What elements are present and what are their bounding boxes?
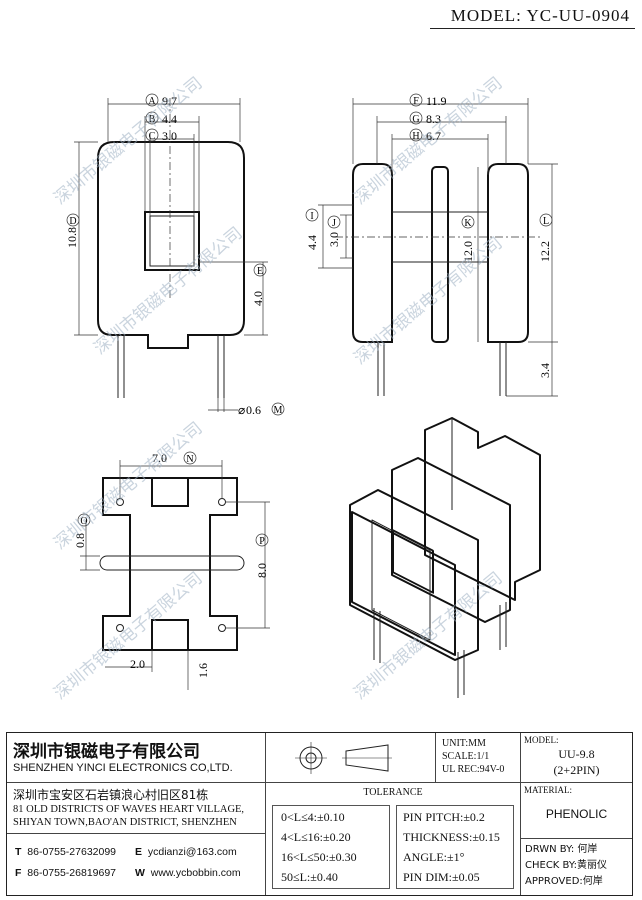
phone-label: T — [15, 846, 22, 858]
address-en-1: 81 OLD DISTRICTS OF WAVES HEART VILLAGE, — [13, 804, 245, 815]
model-value: UU-9.8 — [558, 747, 595, 761]
company-name-en: SHENZHEN YINCI ELECTRONICS CO,LTD. — [13, 762, 233, 774]
model-cell: MODEL: UU-9.8 (2+2PIN) — [520, 733, 632, 783]
address-cell: 深圳市宝安区石岩镇浪心村旧区81栋 81 OLD DISTRICTS OF WA… — [7, 783, 265, 833]
tol-row: 50≤L:±0.40 — [281, 870, 338, 884]
dim-J: 3.0 — [327, 232, 341, 247]
fax-label: F — [15, 867, 22, 879]
projection-symbol-cell — [265, 733, 435, 783]
tol-row: ANGLE:±1° — [403, 850, 465, 864]
dim-C: 3.0 — [162, 129, 177, 143]
company-name-cn: 深圳市银磁电子有限公司 — [13, 742, 200, 762]
label-N: N — [186, 454, 193, 465]
dim-O: 0.8 — [73, 533, 87, 548]
dim-A: 9.7 — [162, 94, 177, 108]
svg-text:深圳市银磁电子有限公司: 深圳市银磁电子有限公司 — [350, 233, 505, 368]
unit-text: UNIT:MM — [442, 738, 486, 749]
address-en-2: SHIYAN TOWN,BAO'AN DISTRICT, SHENZHEN — [13, 817, 237, 828]
dim-P: 8.0 — [255, 563, 269, 578]
label-M: M — [274, 405, 283, 416]
svg-text:深圳市银磁电子有限公司: 深圳市银磁电子有限公司 — [50, 568, 205, 703]
dim-F: 11.9 — [426, 94, 447, 108]
address-cn: 深圳市宝安区石岩镇浪心村旧区81栋 — [13, 788, 209, 802]
model-label: MODEL: — [524, 735, 559, 745]
website-value: www.ycbobbin.com — [150, 867, 241, 879]
label-O: O — [80, 516, 87, 527]
tol-row: PIN DIM:±0.05 — [403, 870, 480, 884]
drawn-by: DRWN BY: 何岸 — [525, 844, 598, 855]
svg-text:深圳市银磁电子有限公司: 深圳市银磁电子有限公司 — [50, 73, 205, 208]
ul-text: UL REC:94V-0 — [442, 764, 505, 775]
email-value: ycdianzi@163.com — [147, 846, 237, 858]
label-B: B — [149, 114, 156, 125]
check-by: CHECK BY:黄丽仪 — [525, 860, 608, 871]
tolerance-feature-box: PIN PITCH:±0.2 THICKNESS:±0.15 ANGLE:±1°… — [396, 805, 514, 889]
tol-row: 0<L≤4:±0.10 — [281, 810, 345, 824]
dim-L: 12.2 — [538, 241, 552, 262]
title-block: 深圳市银磁电子有限公司 SHENZHEN YINCI ELECTRONICS C… — [6, 732, 633, 896]
fax-value: 86-0755-26819697 — [27, 867, 117, 879]
tolerance-title: TOLERANCE — [363, 787, 423, 798]
tol-row: 4<L≤16:±0.20 — [281, 830, 351, 844]
scale-text: SCALE:1/1 — [442, 751, 490, 762]
label-H: H — [412, 131, 419, 142]
label-A: A — [148, 96, 156, 107]
label-G: G — [412, 114, 419, 125]
dim-M: 0.6 — [246, 403, 261, 417]
tol-row: PIN PITCH:±0.2 — [403, 810, 485, 824]
tolerance-cell: TOLERANCE 0<L≤4:±0.10 4<L≤16:±0.20 16<L≤… — [265, 783, 520, 895]
label-C: C — [149, 131, 156, 142]
label-E: E — [257, 266, 263, 277]
header-rule — [430, 28, 635, 29]
material-cell: MATERIAL: PHENOLIC — [520, 783, 632, 839]
material-value: PHENOLIC — [545, 807, 608, 821]
label-F: F — [413, 96, 419, 107]
svg-text:深圳市银磁电子有限公司: 深圳市银磁电子有限公司 — [90, 223, 245, 358]
website-label: W — [135, 867, 145, 879]
contact-cell: T 86-0755-27632099 E ycdianzi@163.com F … — [7, 833, 265, 895]
dim-2-0: 2.0 — [130, 657, 145, 671]
dim-1-6: 1.6 — [196, 663, 210, 678]
label-L: L — [543, 216, 549, 227]
dim-E: 4.0 — [251, 291, 265, 306]
label-J: J — [332, 218, 336, 229]
dim-G: 8.3 — [426, 112, 441, 126]
dim-pin-length: 3.4 — [538, 363, 552, 378]
approval-cell: DRWN BY: 何岸 CHECK BY:黄丽仪 APPROVED:何岸 — [520, 839, 632, 895]
model-header: MODEL: YC-UU-0904 — [450, 6, 630, 25]
label-I: I — [310, 211, 313, 222]
tolerance-range-box: 0<L≤4:±0.10 4<L≤16:±0.20 16<L≤50:±0.30 5… — [272, 805, 390, 889]
dim-I: 4.4 — [305, 235, 319, 250]
label-K: K — [464, 218, 472, 229]
front-view: A 9.7 B 4.4 C 3.0 D 10.8 E 4.0 ⌀ 0.6 M — [65, 93, 285, 417]
bottom-view: 7.0 N O 0.8 P 8.0 2.0 1.6 — [73, 451, 270, 690]
dim-H: 6.7 — [426, 129, 441, 143]
material-label: MATERIAL: — [524, 785, 572, 795]
label-P: P — [259, 536, 265, 547]
email-label: E — [135, 846, 143, 858]
tol-row: THICKNESS:±0.15 — [403, 830, 500, 844]
side-view: F 11.9 G 8.3 H 6.7 I 4.4 J 3.0 K 12.0 L … — [305, 93, 558, 397]
dim-D: 10.8 — [65, 227, 79, 248]
unit-cell: UNIT:MM SCALE:1/1 UL REC:94V-0 — [435, 733, 520, 783]
approved-by: APPROVED:何岸 — [525, 876, 603, 887]
dim-K: 12.0 — [461, 241, 475, 262]
phi-symbol: ⌀ — [238, 403, 245, 417]
projection-symbol — [295, 742, 392, 774]
isometric-view — [349, 417, 541, 698]
technical-drawing: A 9.7 B 4.4 C 3.0 D 10.8 E 4.0 ⌀ 0.6 M — [50, 73, 558, 703]
label-D: D — [69, 216, 76, 227]
svg-text:深圳市银磁电子有限公司: 深圳市银磁电子有限公司 — [50, 418, 205, 553]
dim-N: 7.0 — [152, 451, 167, 465]
company-cell: 深圳市银磁电子有限公司 SHENZHEN YINCI ELECTRONICS C… — [7, 733, 265, 783]
model-pins: (2+2PIN) — [553, 763, 600, 777]
tol-row: 16<L≤50:±0.30 — [281, 850, 357, 864]
phone-value: 86-0755-27632099 — [27, 846, 117, 858]
dim-B: 4.4 — [162, 112, 177, 126]
